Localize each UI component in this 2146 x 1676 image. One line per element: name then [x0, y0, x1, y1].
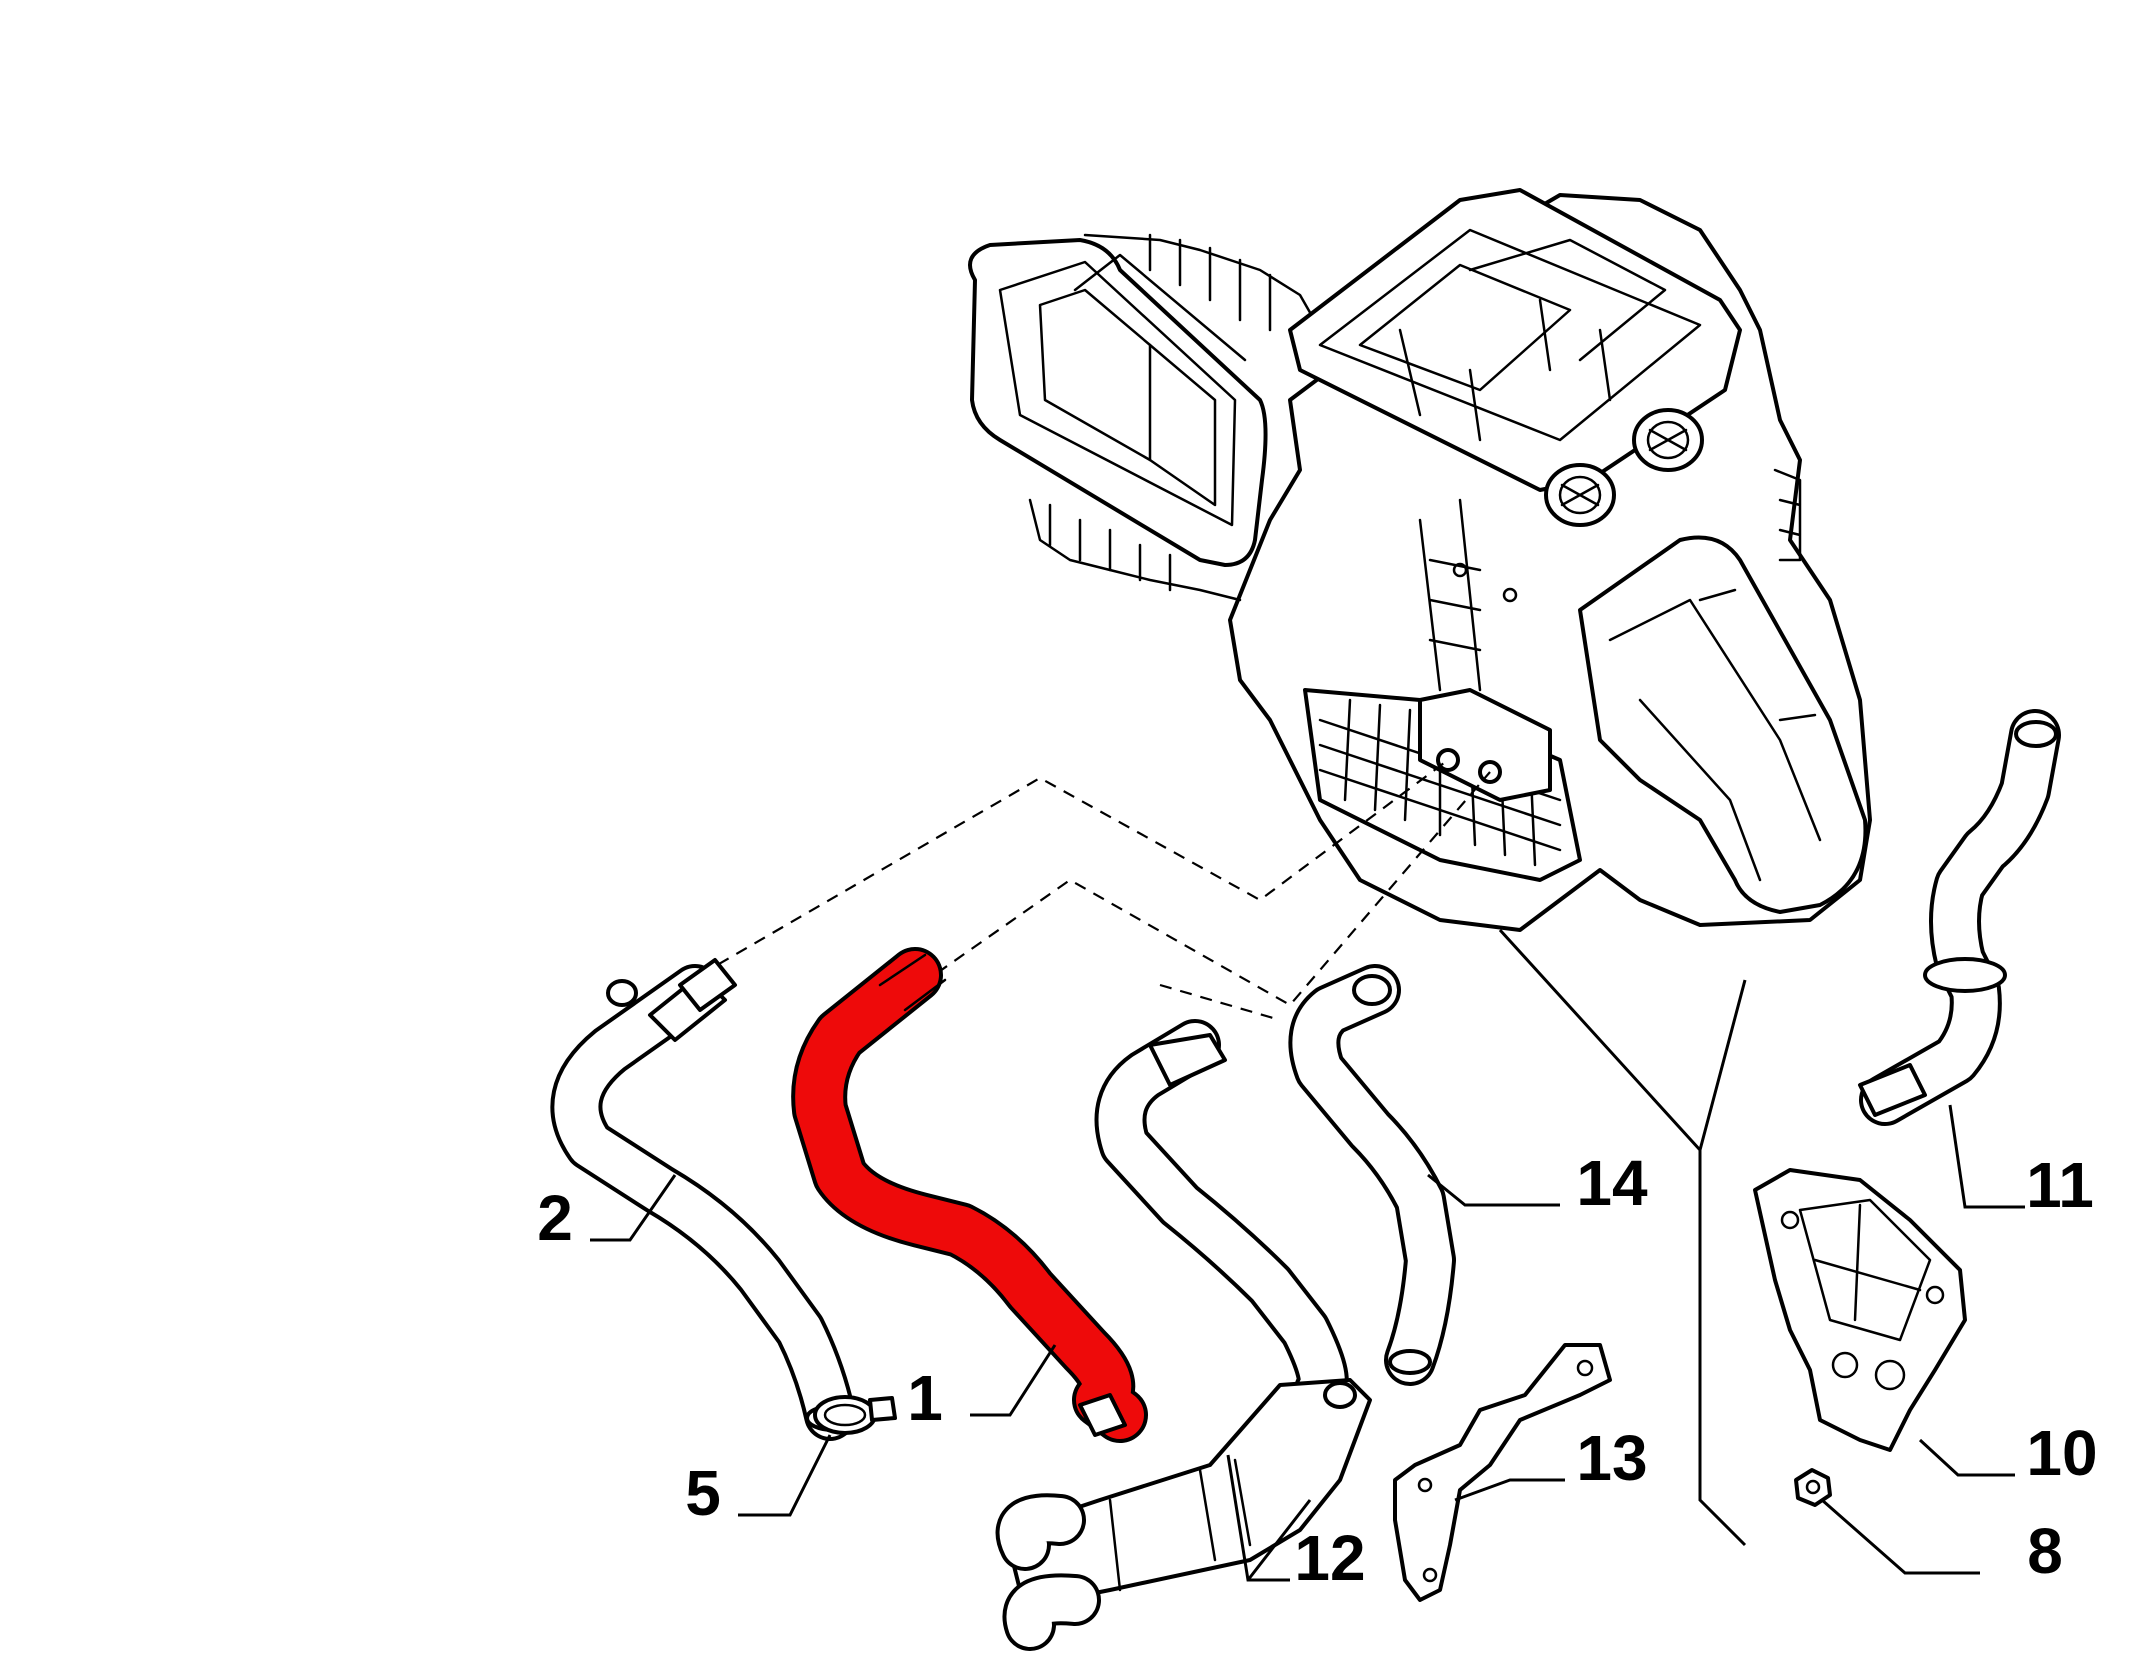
leader-12b [1246, 1499, 1312, 1581]
leader-10 [1918, 1438, 2015, 1477]
leader-1 [970, 1344, 1057, 1417]
callout-labels: 1 2 5 8 10 11 12 13 14 [537, 1147, 2097, 1594]
leader-5 [738, 1434, 832, 1517]
callout-2: 2 [537, 1182, 573, 1254]
hose-clamp-5 [813, 1395, 897, 1435]
callout-1: 1 [907, 1362, 943, 1434]
leader-14 [1427, 1173, 1560, 1207]
leader-11 [1948, 1104, 2025, 1209]
bracket-13 [1393, 1343, 1612, 1602]
gasket-plate-10 [1753, 1168, 1967, 1452]
hvac-housing [968, 188, 1872, 932]
leader-2 [590, 1174, 677, 1242]
hose-11 [1858, 709, 2061, 1126]
callout-14: 14 [1576, 1147, 1648, 1219]
leader-8 [1821, 1498, 1980, 1575]
callout-8: 8 [2027, 1515, 2063, 1587]
hose-1-red-segment [795, 951, 1144, 1439]
leader-lines [590, 1104, 2025, 1582]
nut-8 [1794, 1468, 1832, 1507]
assembly-dashed-lines [699, 759, 1491, 1022]
callout-13: 13 [1576, 1422, 1647, 1494]
leader-13 [1454, 1478, 1565, 1502]
callout-12: 12 [1294, 1522, 1365, 1594]
callout-10: 10 [2026, 1417, 2097, 1489]
hose-1-highlighted [791, 947, 1148, 1443]
group-bracket-lines [1498, 928, 1747, 1547]
callout-11: 11 [2026, 1149, 2094, 1221]
hose-14 [1288, 964, 1456, 1386]
hose-2 [550, 958, 861, 1441]
callout-5: 5 [685, 1457, 721, 1529]
hose-12-assembly [995, 1019, 1372, 1651]
